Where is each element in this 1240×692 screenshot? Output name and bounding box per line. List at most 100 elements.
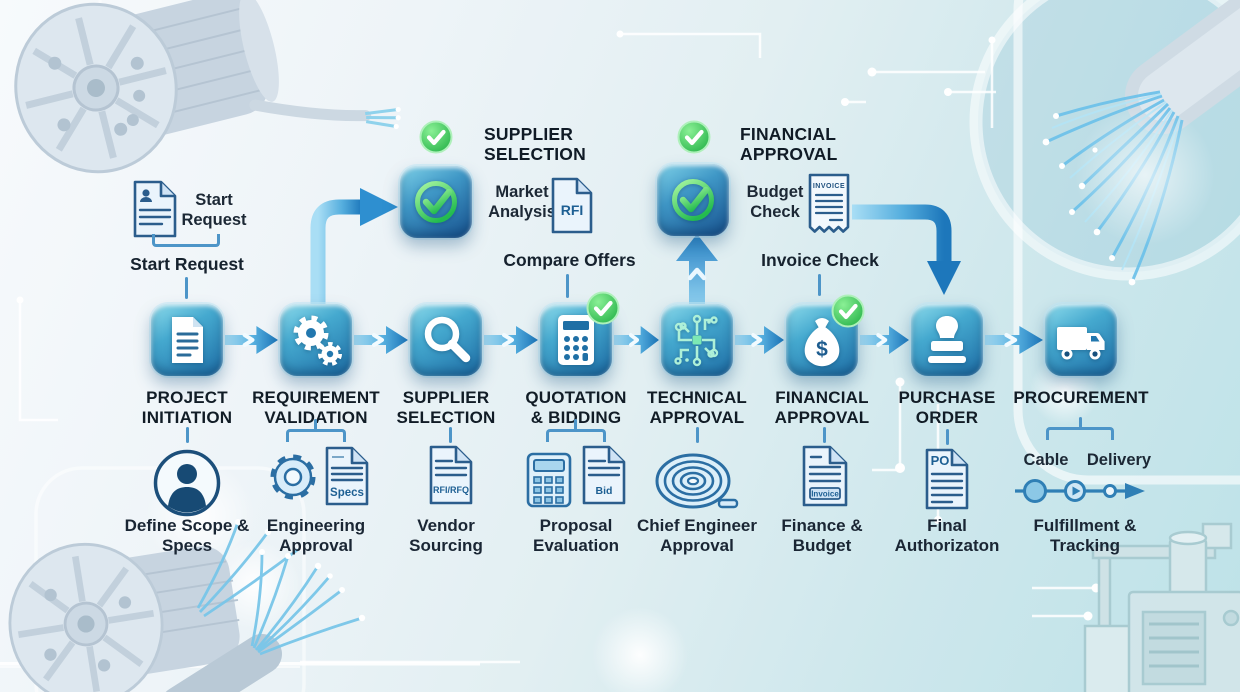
connector-line	[1079, 417, 1082, 428]
timeline-label-cable: Cable	[1023, 451, 1069, 469]
substep-label: Define Scope & Specs	[124, 516, 250, 555]
flow-arrow	[354, 326, 408, 354]
financial-approval-title: FINANCIAL APPROVAL	[740, 124, 838, 164]
cable-spool-illustration	[14, 0, 401, 174]
cable-spool-illustration	[8, 542, 240, 692]
start-request-side-label: Start Request	[181, 191, 247, 229]
invoice-doc-label: Invoice	[811, 490, 839, 499]
financial-approval-check-box	[657, 164, 729, 236]
stage-tile-technical-approval	[661, 304, 733, 376]
connector-line	[574, 419, 577, 430]
market-analysis-note: Market Analysis	[488, 183, 556, 221]
stage-tile-procurement	[1045, 304, 1117, 376]
calculator-icon	[558, 315, 594, 365]
stage-label: PROJECT INITIATION	[141, 388, 233, 427]
stage-label: TECHNICAL APPROVAL	[646, 388, 747, 427]
arrow-validation-to-supplier-callout	[310, 188, 398, 308]
substep-label: Engineering Approval	[266, 516, 366, 555]
flow-arrow	[860, 326, 909, 354]
stage-tile-requirement-validation	[280, 304, 352, 376]
connector-bracket	[286, 429, 346, 442]
supplier-selection-check-box	[400, 166, 472, 238]
invoice-doc-label: INVOICE	[813, 183, 845, 190]
check-badge-icon	[677, 120, 711, 154]
supplier-selection-title: SUPPLIER SELECTION	[484, 124, 586, 164]
stage-tile-project-initiation	[151, 304, 223, 376]
connector-line	[185, 277, 188, 299]
connector-bracket	[152, 234, 220, 247]
invoice-receipt-icon: INVOICE	[808, 173, 850, 233]
person-icon	[153, 449, 221, 517]
substep-label: Vendor Sourcing	[409, 516, 483, 555]
stage-label: FINANCIAL APPROVAL	[774, 388, 870, 427]
rfi-document-icon: RFI	[551, 177, 593, 234]
connector-line	[566, 274, 569, 298]
circuit-node-dots	[16, 30, 1101, 621]
flow-arrow	[735, 326, 784, 354]
substep-label: Finance & Budget	[781, 516, 863, 555]
truck-icon	[1057, 327, 1105, 360]
connector-line	[449, 427, 452, 443]
connector-line	[818, 274, 821, 296]
connector-line	[696, 427, 699, 443]
check-badge-icon	[419, 120, 453, 154]
substep-label: Fulfillment & Tracking	[1033, 516, 1137, 555]
gear-icon	[270, 454, 316, 500]
flow-arrow	[484, 326, 538, 354]
bid-doc-label: Bid	[596, 485, 613, 497]
connector-line	[946, 429, 949, 445]
stage-label: QUOTATION & BIDDING	[525, 388, 627, 427]
rfi-rfq-doc-label: RFI/RFQ	[433, 485, 469, 495]
connector-line	[186, 427, 189, 443]
stage-label: SUPPLIER SELECTION	[396, 388, 496, 427]
money-bag-icon: $	[804, 318, 840, 367]
connector-line	[823, 427, 826, 443]
calculator-icon	[526, 452, 572, 508]
connector-bracket	[546, 429, 606, 442]
stage-tile-purchase-order	[911, 304, 983, 376]
document-icon	[172, 317, 203, 363]
check-circle-icon	[672, 179, 714, 221]
compare-offers-caption: Compare Offers	[503, 250, 636, 270]
arrow-technical-to-financial-callout	[676, 234, 718, 306]
substep-label: Final Authorizaton	[894, 516, 1000, 555]
start-request-document-icon	[133, 180, 177, 238]
factory-illustration	[1083, 522, 1240, 692]
substep-label: Chief Engineer Approval	[637, 516, 757, 555]
rfi-doc-label: RFI	[561, 202, 584, 218]
dollar-symbol: $	[816, 338, 828, 361]
stage-label: PURCHASE ORDER	[898, 388, 996, 427]
substep-label: Proposal Evaluation	[533, 516, 619, 555]
stage-label: PROCUREMENT	[1013, 388, 1149, 407]
invoice-check-caption: Invoice Check	[761, 250, 879, 270]
po-document-icon: PO	[925, 448, 969, 510]
flow-arrow	[985, 326, 1043, 354]
start-request-caption: Start Request	[130, 254, 244, 274]
rfi-rfq-document-icon: RFI/RFQ	[429, 445, 473, 505]
tracking-timeline-icon	[1015, 479, 1145, 503]
fiber-burst-illustration	[165, 519, 366, 692]
timeline-label-delivery: Delivery	[1086, 451, 1152, 469]
specs-doc-label: Specs	[330, 487, 364, 499]
magnifier-icon	[424, 316, 471, 363]
stage-tile-supplier-selection	[410, 304, 482, 376]
connector-line	[314, 419, 317, 430]
specs-document-icon: Specs	[325, 446, 369, 506]
invoice-document-icon: Invoice	[802, 445, 848, 507]
circuit-icon	[674, 314, 719, 367]
stamp-icon	[928, 316, 966, 363]
po-doc-label: PO	[931, 453, 950, 468]
check-badge-icon	[831, 294, 865, 328]
arrow-invoice-to-purchase-order	[852, 204, 961, 295]
check-circle-icon	[415, 181, 457, 223]
cable-coil-icon	[655, 453, 739, 509]
budget-check-note: Budget Check	[746, 183, 804, 221]
stage-label: REQUIREMENT VALIDATION	[252, 388, 380, 427]
flow-arrow	[225, 326, 278, 354]
flow-arrow	[614, 326, 659, 354]
connector-bracket	[1046, 427, 1114, 440]
gears-icon	[293, 315, 342, 366]
check-badge-icon	[586, 291, 620, 325]
